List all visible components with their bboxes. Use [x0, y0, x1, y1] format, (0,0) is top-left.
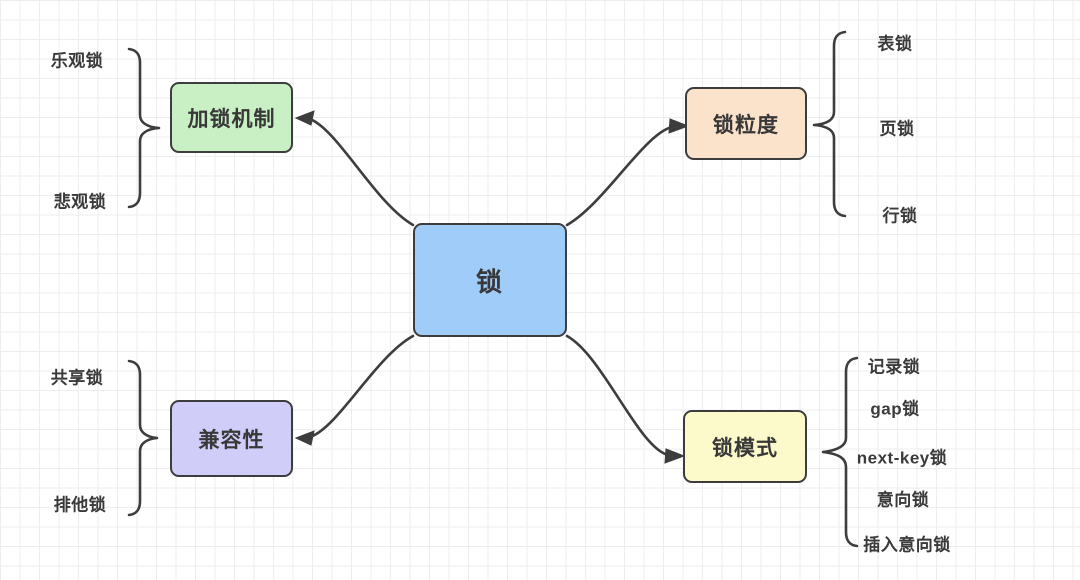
arrow-center-to-lock-mode	[565, 334, 670, 457]
brace-lock-mode-children	[821, 356, 859, 548]
arrowhead-lock-mode	[664, 448, 686, 464]
leaf-label-pessimistic-lock[interactable]: 悲观锁	[53, 192, 107, 212]
center-node-lock[interactable]: 锁	[413, 223, 567, 337]
arrowhead-compatibility	[294, 430, 315, 446]
leaf-label-table-lock[interactable]: 表锁	[877, 34, 913, 54]
leaf-label-insert-intention-lock[interactable]: 插入意向锁	[863, 535, 951, 555]
brace-locking-mechanism-children	[127, 47, 161, 209]
branch-node-lock-mode[interactable]: 锁模式	[683, 410, 807, 483]
branch-node-compatibility[interactable]: 兼容性	[170, 400, 293, 477]
leaf-label-page-lock[interactable]: 页锁	[879, 119, 915, 139]
leaf-label-gap-lock[interactable]: gap锁	[870, 399, 920, 419]
brace-compatibility-children	[127, 359, 159, 517]
leaf-label-shared-lock[interactable]: 共享锁	[50, 368, 104, 388]
leaf-label-record-lock[interactable]: 记录锁	[867, 357, 921, 377]
leaf-label-intention-lock[interactable]: 意向锁	[876, 490, 930, 510]
arrow-center-to-compatibility	[308, 334, 415, 439]
brace-lock-granularity-children	[812, 30, 847, 218]
arrowhead-locking-mechanism	[294, 110, 315, 126]
leaf-label-optimistic-lock[interactable]: 乐观锁	[50, 51, 104, 71]
leaf-label-row-lock[interactable]: 行锁	[882, 206, 918, 226]
arrow-center-to-locking-mechanism	[308, 117, 415, 227]
arrow-center-to-lock-granularity	[565, 125, 674, 227]
leaf-label-exclusive-lock[interactable]: 排他锁	[53, 495, 107, 515]
leaf-label-next-key-lock[interactable]: next-key锁	[856, 448, 948, 468]
branch-node-locking-mechanism[interactable]: 加锁机制	[170, 82, 293, 153]
branch-node-lock-granularity[interactable]: 锁粒度	[685, 87, 807, 160]
